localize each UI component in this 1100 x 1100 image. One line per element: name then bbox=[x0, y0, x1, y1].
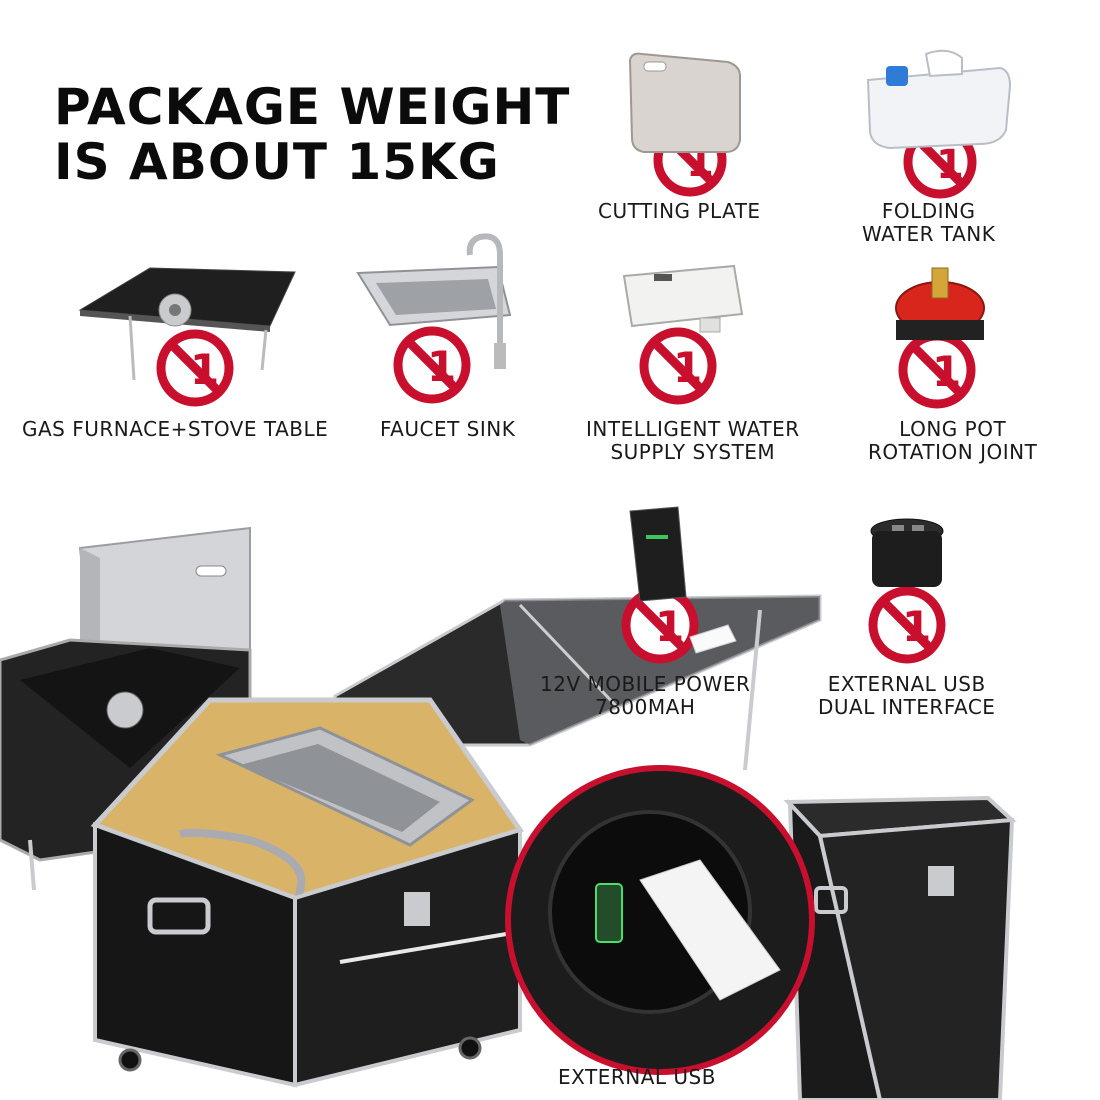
water-supply-label: INTELLIGENT WATER SUPPLY SYSTEM bbox=[586, 418, 800, 464]
closed-case-side bbox=[817, 817, 1015, 1100]
mobile-power-item: 1 bbox=[600, 505, 750, 665]
sink-inner bbox=[376, 279, 496, 315]
rotation-joint-item: 1 bbox=[882, 262, 1002, 410]
cutting-plate-label: CUTTING PLATE bbox=[598, 199, 761, 223]
case-handle bbox=[147, 897, 211, 935]
cutting-board bbox=[628, 52, 741, 153]
usb-stick bbox=[689, 624, 737, 654]
cable-gland bbox=[699, 317, 721, 333]
kitchen-case-photo bbox=[0, 526, 1017, 1100]
joint-black-base bbox=[896, 320, 984, 340]
svg-text:1: 1 bbox=[190, 345, 219, 394]
gas-furnace-label: GAS FURNACE+STOVE TABLE bbox=[22, 417, 329, 441]
svg-text:1: 1 bbox=[655, 602, 684, 651]
control-box bbox=[622, 264, 744, 328]
board-handle-hole bbox=[643, 61, 667, 72]
package-weight-heading: PACKAGE WEIGHT IS ABOUT 15KG bbox=[54, 80, 570, 190]
usb-interface-item: 1 bbox=[852, 515, 972, 665]
heading-line-1: PACKAGE WEIGHT bbox=[54, 78, 571, 136]
table-leg bbox=[743, 609, 762, 771]
brass-valve bbox=[931, 267, 949, 299]
heading-line-2: IS ABOUT 15KG bbox=[54, 133, 500, 191]
svg-text:1: 1 bbox=[673, 343, 702, 392]
rotation-joint-label-line-2: ROTATION JOINT bbox=[868, 440, 1038, 464]
usb-interface-label: EXTERNAL USB DUAL INTERFACE bbox=[818, 673, 995, 719]
folding-water-tank-image: 1 bbox=[866, 49, 1012, 199]
water-supply-label-line-1: INTELLIGENT WATER bbox=[586, 417, 800, 441]
svg-text:1: 1 bbox=[427, 342, 456, 391]
faucet-sink-image: 1 bbox=[356, 233, 512, 404]
power-bank bbox=[629, 506, 687, 602]
sink-basin-inner bbox=[240, 744, 440, 832]
mobile-power-label-line-2: 7800MAH bbox=[594, 695, 696, 719]
external-usb-label: EXTERNAL USB bbox=[558, 1065, 716, 1089]
water-tank-label-line-1: FOLDING bbox=[881, 199, 976, 223]
faucet-sink-label: FAUCET SINK bbox=[380, 417, 516, 441]
water-tank-label-line-2: WATER TANK bbox=[862, 222, 996, 246]
usb-plug bbox=[639, 859, 781, 1001]
usb-port-lit bbox=[595, 883, 623, 943]
closed-case-front bbox=[787, 798, 883, 1100]
faucet-hose bbox=[179, 828, 306, 941]
case-latch bbox=[404, 892, 430, 926]
rotation-joint-label-line-1: LONG POT bbox=[899, 417, 1007, 441]
closed-case-latch bbox=[928, 866, 954, 896]
gas-furnace-image: 1 bbox=[78, 267, 296, 407]
case-side bbox=[293, 827, 522, 1088]
rotation-joint-image: 1 bbox=[895, 267, 985, 409]
cutting-plate-image: 1 bbox=[628, 52, 741, 197]
table-glass-panel bbox=[500, 596, 820, 745]
stove-table-top bbox=[78, 267, 296, 327]
callout-line bbox=[339, 928, 531, 964]
gas-furnace-item: 1 bbox=[70, 250, 310, 410]
water-tank-item: 1 bbox=[850, 40, 1030, 199]
case-wheel bbox=[458, 1036, 482, 1060]
water-supply-image: 1 bbox=[622, 264, 744, 405]
usb-interface-label-line-1: EXTERNAL USB bbox=[827, 672, 986, 696]
usb-interface-label-line-2: DUAL INTERFACE bbox=[818, 695, 996, 719]
tank-blue-cap bbox=[886, 66, 908, 86]
water-supply-label-line-2: SUPPLY SYSTEM bbox=[610, 440, 776, 464]
svg-text:1: 1 bbox=[936, 142, 964, 188]
water-tank-label: FOLDING WATER TANK bbox=[862, 200, 995, 246]
mobile-power-image: 1 bbox=[621, 506, 737, 664]
usb-socket-body bbox=[872, 531, 942, 587]
svg-text:1: 1 bbox=[902, 602, 931, 651]
usb-interface-image: 1 bbox=[868, 518, 946, 664]
mobile-power-label-line-1: 12V MOBILE POWER bbox=[540, 672, 751, 696]
water-supply-item: 1 bbox=[610, 258, 770, 408]
faucet-sink-item: 1 bbox=[350, 225, 550, 405]
mobile-power-label: 12V MOBILE POWER 7800MAH bbox=[540, 673, 750, 719]
rotation-joint-label: LONG POT ROTATION JOINT bbox=[868, 418, 1037, 464]
tank-handle bbox=[924, 49, 963, 78]
svg-text:1: 1 bbox=[932, 347, 961, 396]
faucet-base bbox=[494, 343, 506, 369]
faucet-spout bbox=[466, 233, 503, 345]
table-leg bbox=[128, 315, 136, 381]
cutting-plate-item: 1 bbox=[600, 40, 780, 197]
water-bag bbox=[866, 66, 1012, 150]
stove-burner bbox=[106, 691, 144, 729]
indicator-light bbox=[654, 274, 672, 281]
